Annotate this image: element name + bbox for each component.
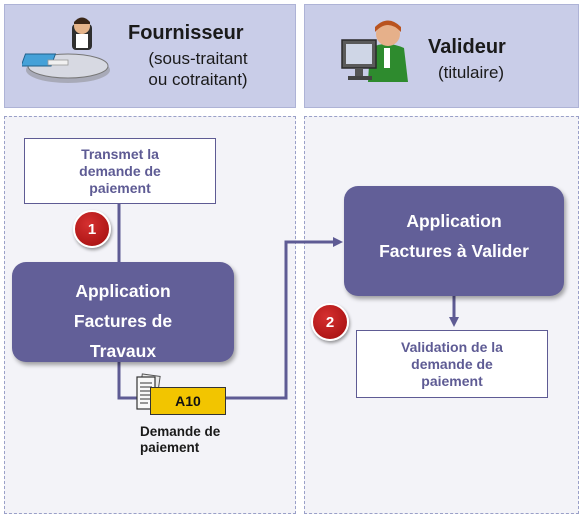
step-badge-2: 2 [311, 303, 349, 341]
connector-document-to-validator [226, 237, 343, 400]
node-text-line: paiement [421, 372, 483, 389]
person-at-desk-icon [22, 17, 110, 83]
caption-line: Demande de [140, 424, 221, 439]
node-text-line: paiement [89, 179, 151, 196]
node-text-line: demande de [79, 162, 161, 179]
node-text-line: Travaux [89, 341, 157, 361]
document-code-tag: A10 [150, 387, 226, 415]
lane-subtitle-fournisseur: (sous-traitant ou cotraitant) [128, 48, 268, 90]
caption-line: paiement [140, 440, 200, 455]
lane-title-fournisseur: Fournisseur [128, 22, 244, 44]
lane-subtitle-line: (sous-traitant [148, 49, 248, 68]
node-app-factures-valider: Application Factures à Valider [344, 186, 564, 296]
node-app-factures-travaux: Application Factures de Travaux [12, 262, 234, 362]
node-text-line: Application [75, 281, 171, 301]
lane-subtitle-valideur: (titulaire) [428, 62, 514, 83]
document-caption: Demande de paiement [140, 424, 220, 456]
lane-body-valideur [304, 116, 579, 514]
node-text-line: Factures de [73, 311, 173, 331]
lane-subtitle-line: (titulaire) [437, 63, 505, 82]
node-transmet: Transmet la demande de paiement [24, 138, 216, 204]
node-text-line: Validation de la [401, 338, 503, 355]
step-badge-1: 1 [73, 210, 111, 248]
person-at-computer-icon [341, 20, 408, 82]
node-text-line: demande de [411, 355, 493, 372]
node-text-line: Application [406, 211, 502, 231]
lane-title-valideur: Valideur [428, 36, 506, 58]
node-text-line: Transmet la [81, 145, 159, 162]
node-text-line: Factures à Valider [379, 241, 529, 261]
node-validation: Validation de la demande de paiement [356, 330, 548, 398]
lane-subtitle-line: ou cotraitant) [148, 70, 248, 89]
